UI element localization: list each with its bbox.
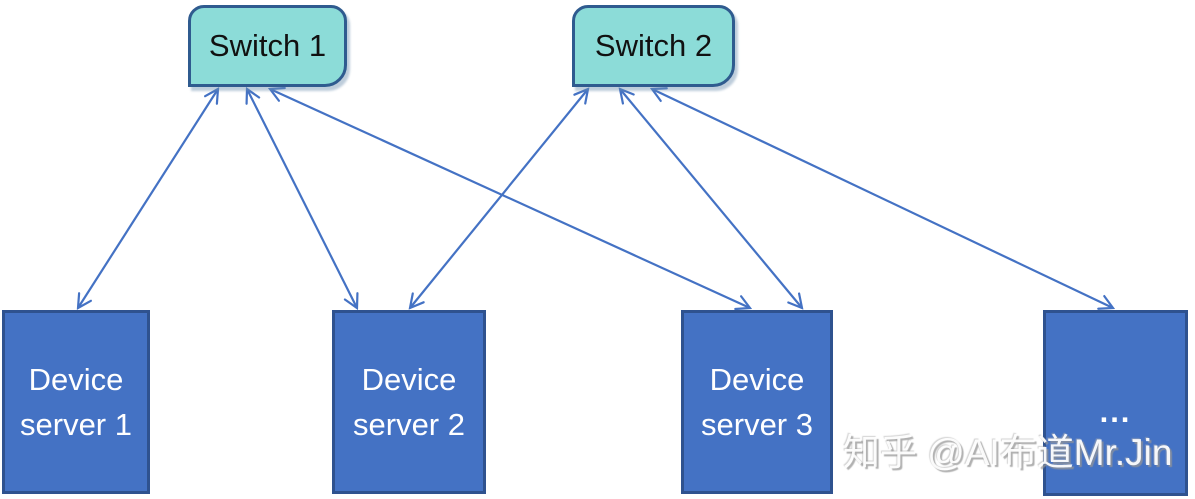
device-server-2-node: Device server 2 xyxy=(332,310,486,494)
switch-1-label: Switch 1 xyxy=(208,28,327,63)
arrow-switch-1-to-device-server-3 xyxy=(270,89,750,308)
device-server-1-node: Device server 1 xyxy=(2,310,150,494)
device-server-3-label-line1: Device xyxy=(709,362,805,397)
arrow-switch-2-to-device-server-3 xyxy=(620,89,802,308)
arrow-switch-2-to-device-server-2 xyxy=(410,89,588,308)
switch-2-label: Switch 2 xyxy=(594,28,713,63)
device-server-2-label-line2: server 2 xyxy=(353,407,465,442)
device-server-1-label-line1: Device xyxy=(28,362,124,397)
switch-1-node: Switch 1 xyxy=(188,5,347,87)
zhihu-watermark: 知乎 @AI布道Mr.Jin xyxy=(843,432,1173,473)
arrow-switch-2-to-device-server-ellipsis xyxy=(652,89,1113,308)
device-server-2-label-line1: Device xyxy=(361,362,457,397)
device-server-ellipsis-node: ... xyxy=(1043,310,1188,496)
device-server-3-node: Device server 3 xyxy=(681,310,833,494)
arrow-switch-1-to-device-server-1 xyxy=(78,89,218,308)
device-server-1-label-line2: server 1 xyxy=(20,407,132,442)
device-server-ellipsis-label: ... xyxy=(1099,393,1132,429)
switch-2-node: Switch 2 xyxy=(572,5,735,87)
device-server-3-label-line2: server 3 xyxy=(701,407,813,442)
